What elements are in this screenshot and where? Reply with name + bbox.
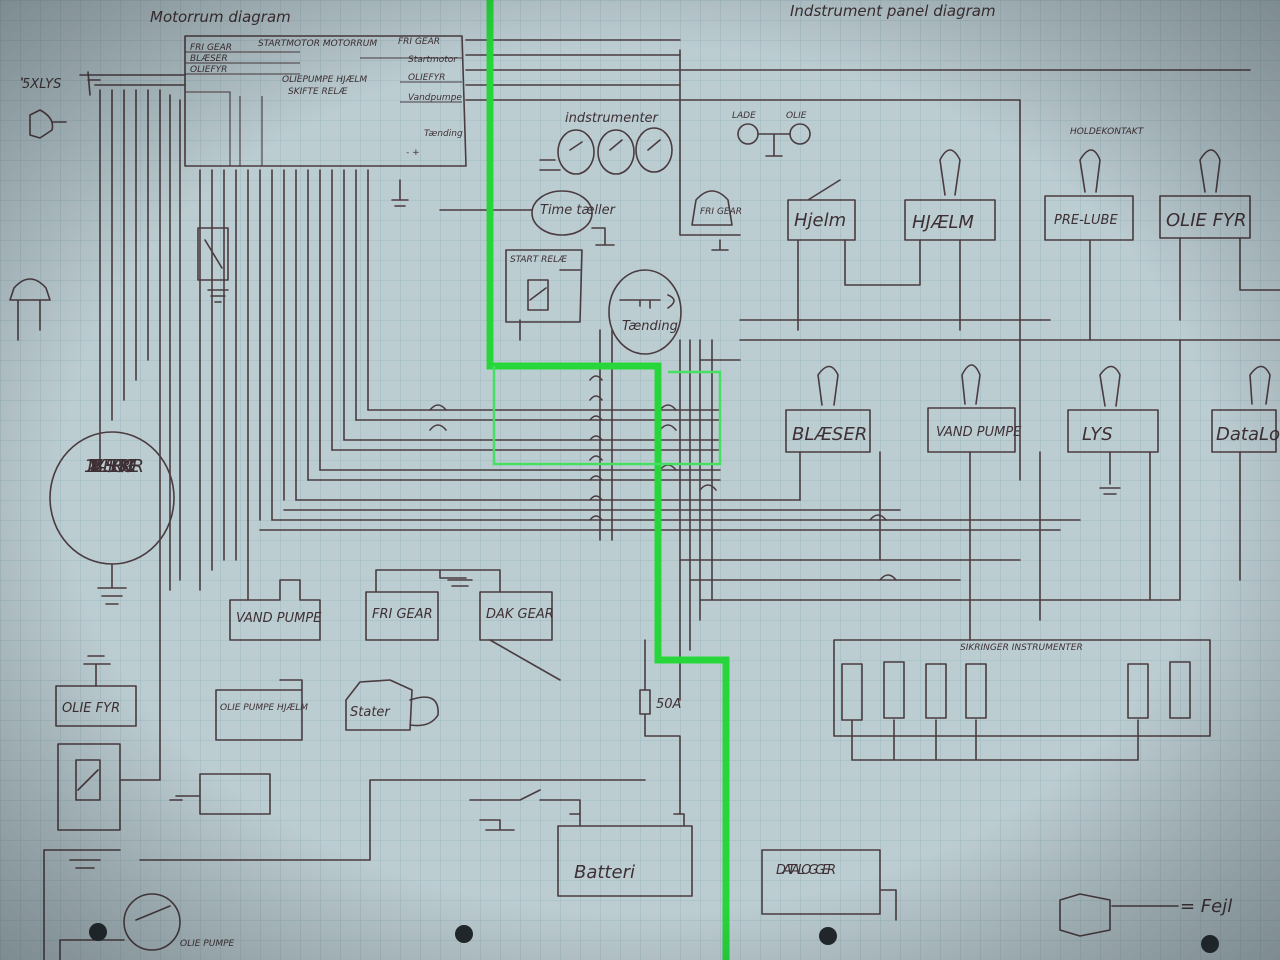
lade-label: LADE [732, 111, 756, 121]
tanding-label: Tænding [622, 319, 678, 334]
switch-oliefyr-label: OLIE FYR [1166, 210, 1246, 231]
data-logger-label: DATA LOGGER [776, 863, 836, 878]
motor-row-1: FRI GEAR [190, 43, 232, 53]
switch-hjalm1-label: Hjelm [794, 210, 846, 231]
motor-row-3: OLIEFYR [190, 65, 227, 75]
motor-tanding: Tænding [424, 129, 463, 139]
panel-title: Indstrument panel diagram [790, 2, 996, 20]
motor-row-2: BLÆSER [190, 54, 228, 64]
motor-mid-2: SKIFTE RELÆ [288, 87, 347, 97]
motor-header: STARTMOTOR MOTORRUM [258, 39, 377, 49]
fri-gear-label: FRI GEAR [372, 607, 433, 622]
oliepumpe-bottom-label: OLIE PUMPE [180, 939, 235, 949]
time-counter-label: Time tæller [540, 203, 617, 218]
holdekontakt-label: HOLDEKONTAKT [1070, 127, 1145, 137]
switch-blaeser-label: BLÆSER [792, 424, 867, 445]
motor-right-3: OLIEFYR [408, 73, 445, 83]
oliepumpe-hjalm-label: OLIE PUMPE HJÆLM [220, 703, 308, 713]
switch-prelube-label: PRE-LUBE [1054, 213, 1118, 228]
stater-label: Stater [350, 705, 391, 720]
batteri-label: Batteri [574, 862, 635, 883]
switch-hjalm2-label: HJÆLM [912, 212, 974, 233]
vandpumpe-label: VAND PUMPE [236, 611, 322, 626]
instruments-label: indstrumenter [565, 111, 660, 126]
fuse-box-label: SIKRINGER INSTRUMENTER [960, 643, 1083, 653]
switch-lys-label: LYS [1082, 424, 1113, 445]
switch-datalogger-label: DataLog [1216, 424, 1280, 445]
olie-label: OLIE [786, 111, 807, 121]
motor-right-4: Vandpumpe [408, 93, 462, 103]
oliefyr-label: OLIE FYR [62, 701, 120, 716]
motor-right-2: Startmotor [408, 55, 458, 65]
fri-gear-lamp-label: FRI GEAR [700, 207, 742, 217]
motorrum-title: Motorrum diagram [150, 8, 291, 26]
legend-label: = Fejl [1180, 896, 1232, 917]
motor-plusminus: - + [406, 148, 420, 158]
lamp-label: 5XLYS [22, 77, 61, 92]
start-relae-label: START RELÆ [510, 255, 567, 265]
switch-vandpumpe-label: VAND PUMPE [936, 425, 1022, 440]
motor-mid-1: OLIEPUMPE HJÆLM [282, 75, 367, 85]
fuse-label: 50A [656, 697, 681, 712]
dak-gear-label: DAK GEAR [486, 607, 554, 622]
motor-right-1: FRI GEAR [398, 37, 440, 47]
fan-label: 12V EL BLÆSER FOR KØLER [84, 456, 144, 477]
